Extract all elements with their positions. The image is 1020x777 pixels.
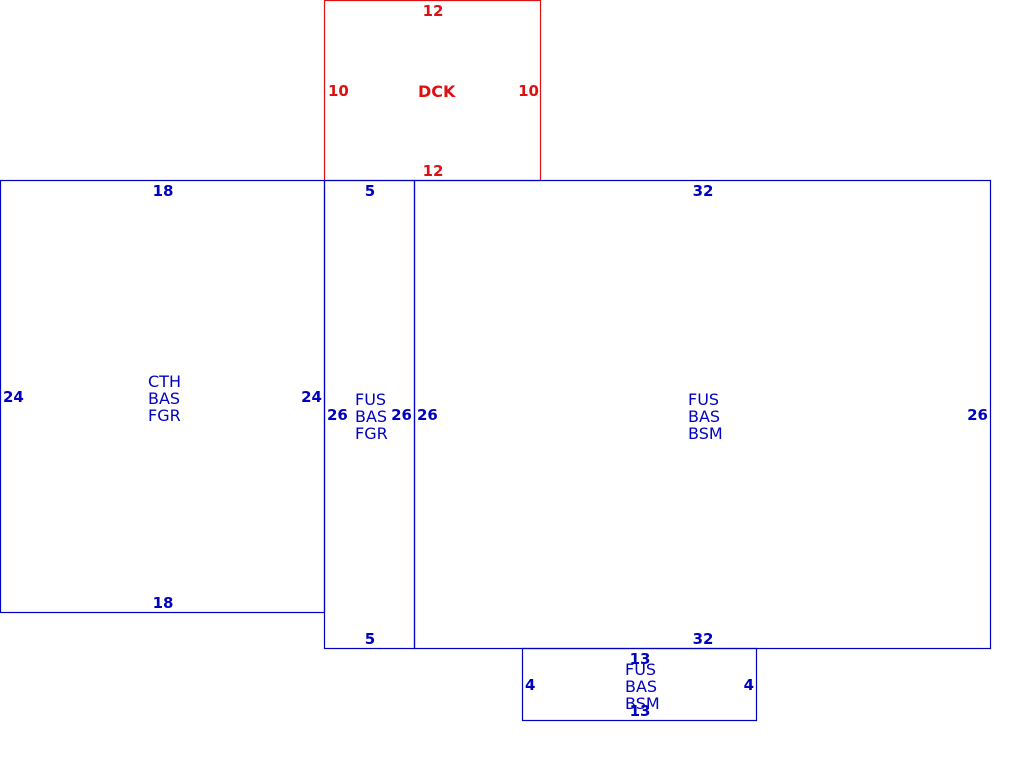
dim-fus-bsm-small-bottom: 13 xyxy=(630,702,651,720)
area-fus-bsm-main: 32 32 26 26 FUS BAS BSM xyxy=(413,179,992,650)
dim-cth-right: 24 xyxy=(301,388,322,406)
dim-fus-fgr-bottom: 5 xyxy=(365,630,375,648)
dim-fus-fgr-left: 26 xyxy=(327,406,348,424)
label-fus-bsm-main-code-3: BSM xyxy=(688,424,723,443)
dim-fus-bsm-small-top: 13 xyxy=(630,650,651,668)
dim-dck-left: 10 xyxy=(328,82,349,100)
dim-cth-left: 24 xyxy=(3,388,24,406)
label-dck-code: DCK xyxy=(418,82,456,101)
area-cth: 18 18 24 24 CTH BAS FGR xyxy=(0,179,326,614)
area-fus-bsm-small: 13 13 4 4 FUS BAS BSM xyxy=(521,647,758,722)
dim-fus-bsm-main-left: 26 xyxy=(417,406,438,424)
label-fus-bsm-main-code-2: BAS xyxy=(688,407,720,426)
dim-dck-bottom: 12 xyxy=(423,162,444,180)
label-fus-fgr-code-1: FUS xyxy=(355,390,386,409)
dim-fus-bsm-main-top: 32 xyxy=(693,182,714,200)
label-fus-bsm-small-code-3: BSM xyxy=(625,694,660,713)
label-fus-bsm-small-code-2: BAS xyxy=(625,677,657,696)
dim-dck-right: 10 xyxy=(518,82,539,100)
dim-cth-bottom: 18 xyxy=(153,594,174,612)
dim-fus-fgr-top: 5 xyxy=(365,182,375,200)
label-cth-code-3: FGR xyxy=(148,406,181,425)
label-cth-code-2: BAS xyxy=(148,389,180,408)
label-fus-bsm-small-code-1: FUS xyxy=(625,660,656,679)
area-fus-bsm-small-outline xyxy=(521,647,758,722)
label-cth-code-1: CTH xyxy=(148,372,181,391)
dim-fus-bsm-small-left: 4 xyxy=(525,676,535,694)
dim-cth-top: 18 xyxy=(153,182,174,200)
dim-fus-bsm-main-bottom: 32 xyxy=(693,630,714,648)
area-fus-fgr: 5 5 26 26 FUS BAS FGR xyxy=(323,179,416,650)
dim-fus-bsm-main-right: 26 xyxy=(967,406,988,424)
dim-fus-fgr-right: 26 xyxy=(391,406,412,424)
dim-fus-bsm-small-right: 4 xyxy=(744,676,754,694)
label-fus-fgr-code-3: FGR xyxy=(355,424,388,443)
label-fus-bsm-main-code-1: FUS xyxy=(688,390,719,409)
dim-dck-top: 12 xyxy=(423,2,444,20)
area-dck: 12 12 10 10 DCK xyxy=(323,0,542,182)
label-fus-fgr-code-2: BAS xyxy=(355,407,387,426)
